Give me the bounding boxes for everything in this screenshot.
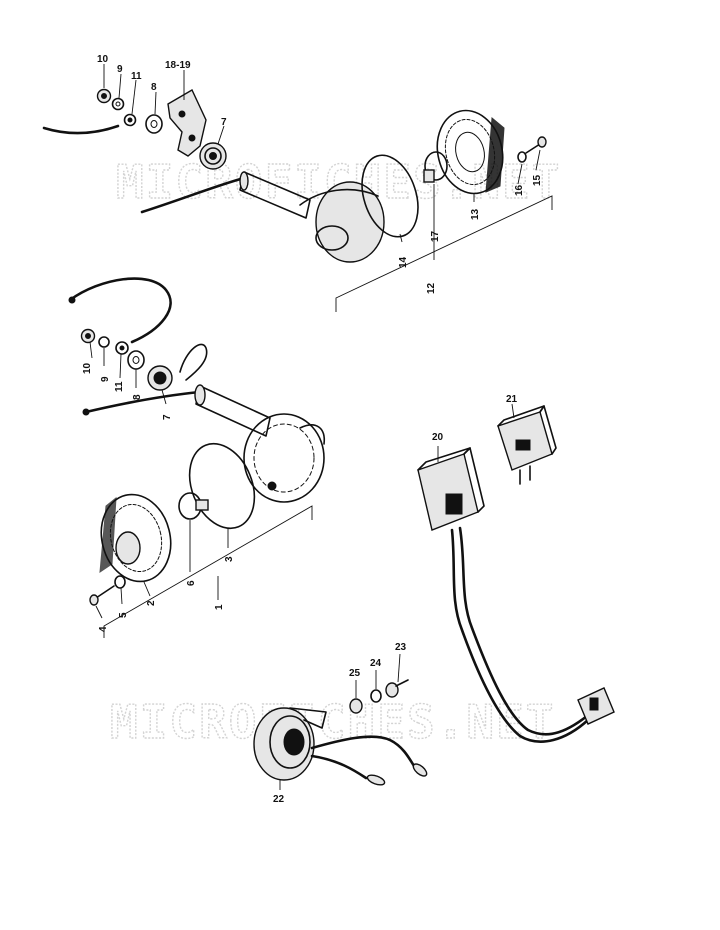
callout-middle-3: 3: [224, 556, 235, 562]
callout-middle-4: 4: [98, 626, 109, 632]
watermark-bottom: MICROFICHES.NET: [110, 695, 555, 749]
o-ring-3: [188, 442, 256, 530]
harness-connector: [577, 687, 615, 725]
callout-top-10: 10: [97, 54, 109, 65]
flasher-harness-a: [450, 528, 590, 743]
callouts-top: 10 9 11 8 18-19 7 14 12 17 13 16 15: [97, 54, 543, 294]
middle-lamp-housing: [243, 413, 325, 503]
grommet-7-middle: [147, 365, 173, 391]
middle-loop-wire: [68, 277, 172, 344]
grommet-7-top: [199, 142, 227, 170]
callout-top-16: 16: [514, 184, 525, 196]
callout-top-13: 13: [470, 208, 481, 220]
terminal-11-middle: [115, 341, 129, 355]
screw-15: [525, 136, 547, 154]
lens-13: [436, 109, 505, 195]
washer-24: [370, 689, 382, 703]
callout-middle-6: 6: [186, 580, 197, 586]
terminal-11-top: [123, 113, 137, 127]
washer-8-middle: [127, 350, 145, 370]
horn-22: [253, 707, 327, 781]
top-wire-lead: [42, 124, 120, 135]
nut-10-middle: [80, 328, 96, 344]
callout-top-11: 11: [131, 71, 142, 82]
callouts-middle: 10 9 11 8 7 6 3 2 5 4 1: [82, 362, 235, 632]
middle-stem: [195, 385, 271, 437]
callout-top-12: 12: [426, 282, 437, 294]
callout-top-17: 17: [430, 230, 441, 242]
callout-top-15: 15: [532, 174, 543, 186]
horn-wire-a: [310, 735, 416, 768]
callout-middle-9: 9: [100, 376, 111, 382]
callout-25: 25: [349, 668, 361, 679]
top-stem-wire: [140, 176, 246, 214]
o-ring-14: [361, 154, 419, 238]
top-lamp-housing: [299, 181, 385, 263]
screw-4: [89, 585, 115, 606]
callout-top-14: 14: [398, 256, 409, 268]
lens-2: [99, 493, 172, 583]
nut-10-top: [96, 88, 112, 104]
top-turn-signal-assembly: [42, 64, 553, 312]
horn-assembly: [253, 653, 428, 790]
callout-23: 23: [395, 642, 407, 653]
callout-top-8: 8: [151, 82, 157, 93]
callout-middle-7: 7: [162, 414, 173, 420]
horn-terminal-a: [366, 774, 386, 786]
callout-24: 24: [370, 658, 382, 669]
callout-top-18-19: 18-19: [165, 60, 191, 71]
horn-wire-b: [310, 754, 368, 780]
callout-middle-1: 1: [214, 604, 225, 610]
middle-lower-wire: [84, 390, 202, 414]
bulb-17: [423, 151, 448, 183]
callout-middle-2: 2: [146, 600, 157, 606]
bulb-6: [178, 492, 209, 520]
flasher-20: [417, 447, 485, 531]
washer-16: [517, 151, 527, 163]
callout-21: 21: [506, 394, 518, 405]
lock-washer-9-top: [111, 97, 125, 111]
callout-20: 20: [432, 432, 444, 443]
washer-5: [114, 575, 126, 589]
callout-middle-10: 10: [82, 362, 93, 374]
middle-assembly-bracket: [103, 505, 313, 638]
callout-top-7: 7: [221, 117, 227, 128]
washer-25: [349, 698, 363, 714]
callout-22: 22: [273, 794, 285, 805]
middle-small-loop: [179, 343, 208, 381]
callout-middle-11: 11: [114, 381, 125, 392]
relay-21: [497, 405, 557, 485]
flasher-assembly: [417, 403, 615, 743]
callout-middle-5: 5: [118, 612, 129, 618]
top-assembly-bracket: [335, 195, 553, 312]
callout-middle-8: 8: [132, 394, 143, 400]
bolt-23: [385, 679, 409, 698]
lock-washer-9-middle: [98, 336, 110, 348]
flasher-harness-b: [458, 526, 594, 736]
middle-turn-signal-assembly: [68, 277, 325, 638]
washer-8-top: [145, 114, 163, 134]
horn-terminal-b: [412, 763, 428, 777]
callouts-right: 20 21: [432, 394, 518, 443]
callouts-bottom: 25 24 23 22: [273, 642, 407, 805]
callout-top-9: 9: [117, 64, 123, 75]
bracket-18-19: [167, 89, 207, 157]
